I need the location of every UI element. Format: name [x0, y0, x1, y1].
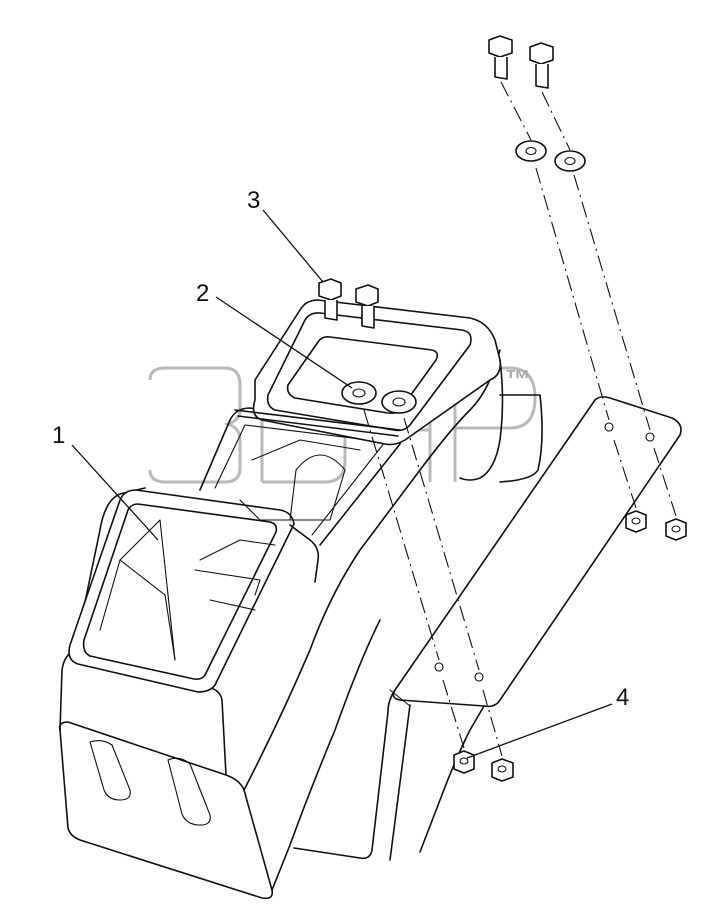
- bolt-part-3a: [318, 278, 342, 321]
- nuts-part-4: [453, 750, 514, 782]
- washer-part-2b: [381, 390, 417, 414]
- callout-4: 4: [616, 684, 629, 711]
- mounting-bracket: [293, 396, 682, 861]
- nuts-right: [625, 510, 687, 541]
- callout-2: 2: [196, 280, 209, 307]
- callout-leaders: [71, 209, 613, 759]
- bolt-part-3b: [355, 284, 379, 329]
- upper-washers: [515, 140, 586, 172]
- watermark-tm: ™: [505, 364, 531, 394]
- callout-3: 3: [247, 187, 260, 214]
- console-body-part-1: [58, 278, 543, 900]
- callout-1: 1: [52, 422, 65, 449]
- upper-bolts: [488, 35, 554, 89]
- assembly-axes: [363, 81, 677, 757]
